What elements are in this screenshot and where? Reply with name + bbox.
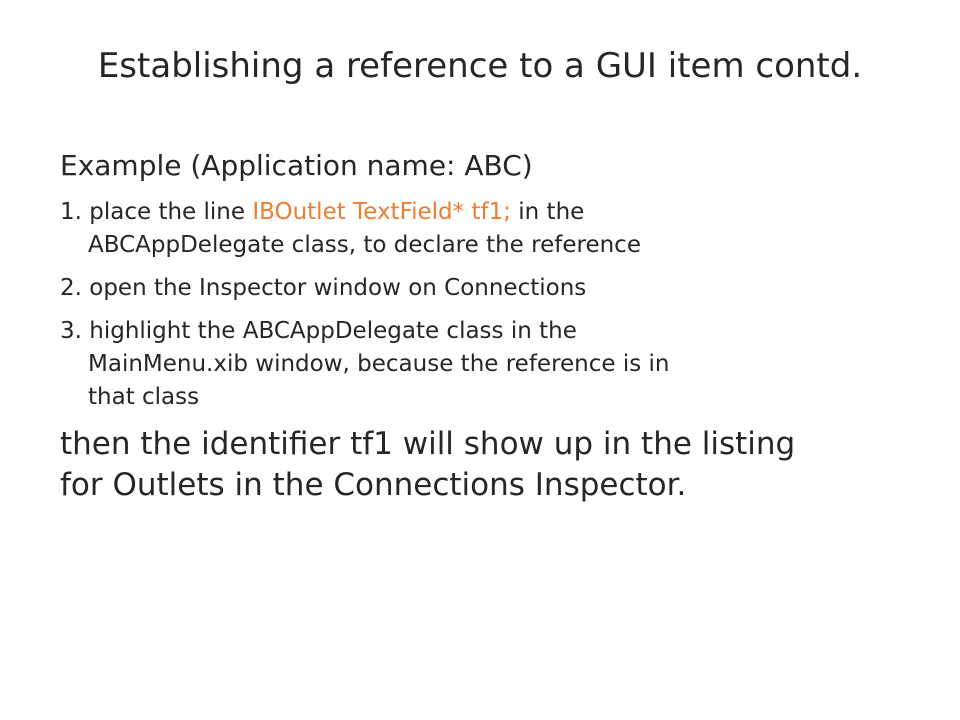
step-1-line2: ABCAppDelegate class, to declare the ref… bbox=[88, 232, 641, 258]
step-2-text: 2. open the Inspector window on Connecti… bbox=[60, 275, 587, 301]
conclusion-line2: for Outlets in the Connections Inspector… bbox=[60, 467, 687, 503]
conclusion-line1: then the identifier tf1 will show up in … bbox=[60, 426, 796, 462]
step-3-line1: 3. highlight the ABCAppDelegate class in… bbox=[60, 318, 577, 344]
step-1-suffix: in the bbox=[510, 199, 585, 225]
step-3: 3. highlight the ABCAppDelegate class in… bbox=[60, 315, 900, 414]
step-1-prefix: 1. place the line bbox=[60, 199, 253, 225]
slide-title: Establishing a reference to a GUI item c… bbox=[97, 46, 863, 86]
step-2: 2. open the Inspector window on Connecti… bbox=[60, 272, 900, 305]
step-3-line2: MainMenu.xib window, because the referen… bbox=[88, 351, 670, 377]
step-1-code: IBOutlet TextField* tf1; bbox=[252, 199, 511, 225]
step-1: 1. place the line IBOutlet TextField* tf… bbox=[60, 196, 900, 262]
step-3-line3: that class bbox=[88, 384, 200, 410]
example-heading: Example (Application name: ABC) bbox=[60, 149, 533, 182]
conclusion: then the identifier tf1 will show up in … bbox=[60, 424, 900, 506]
slide-body: Example (Application name: ABC) 1. place… bbox=[60, 148, 900, 506]
